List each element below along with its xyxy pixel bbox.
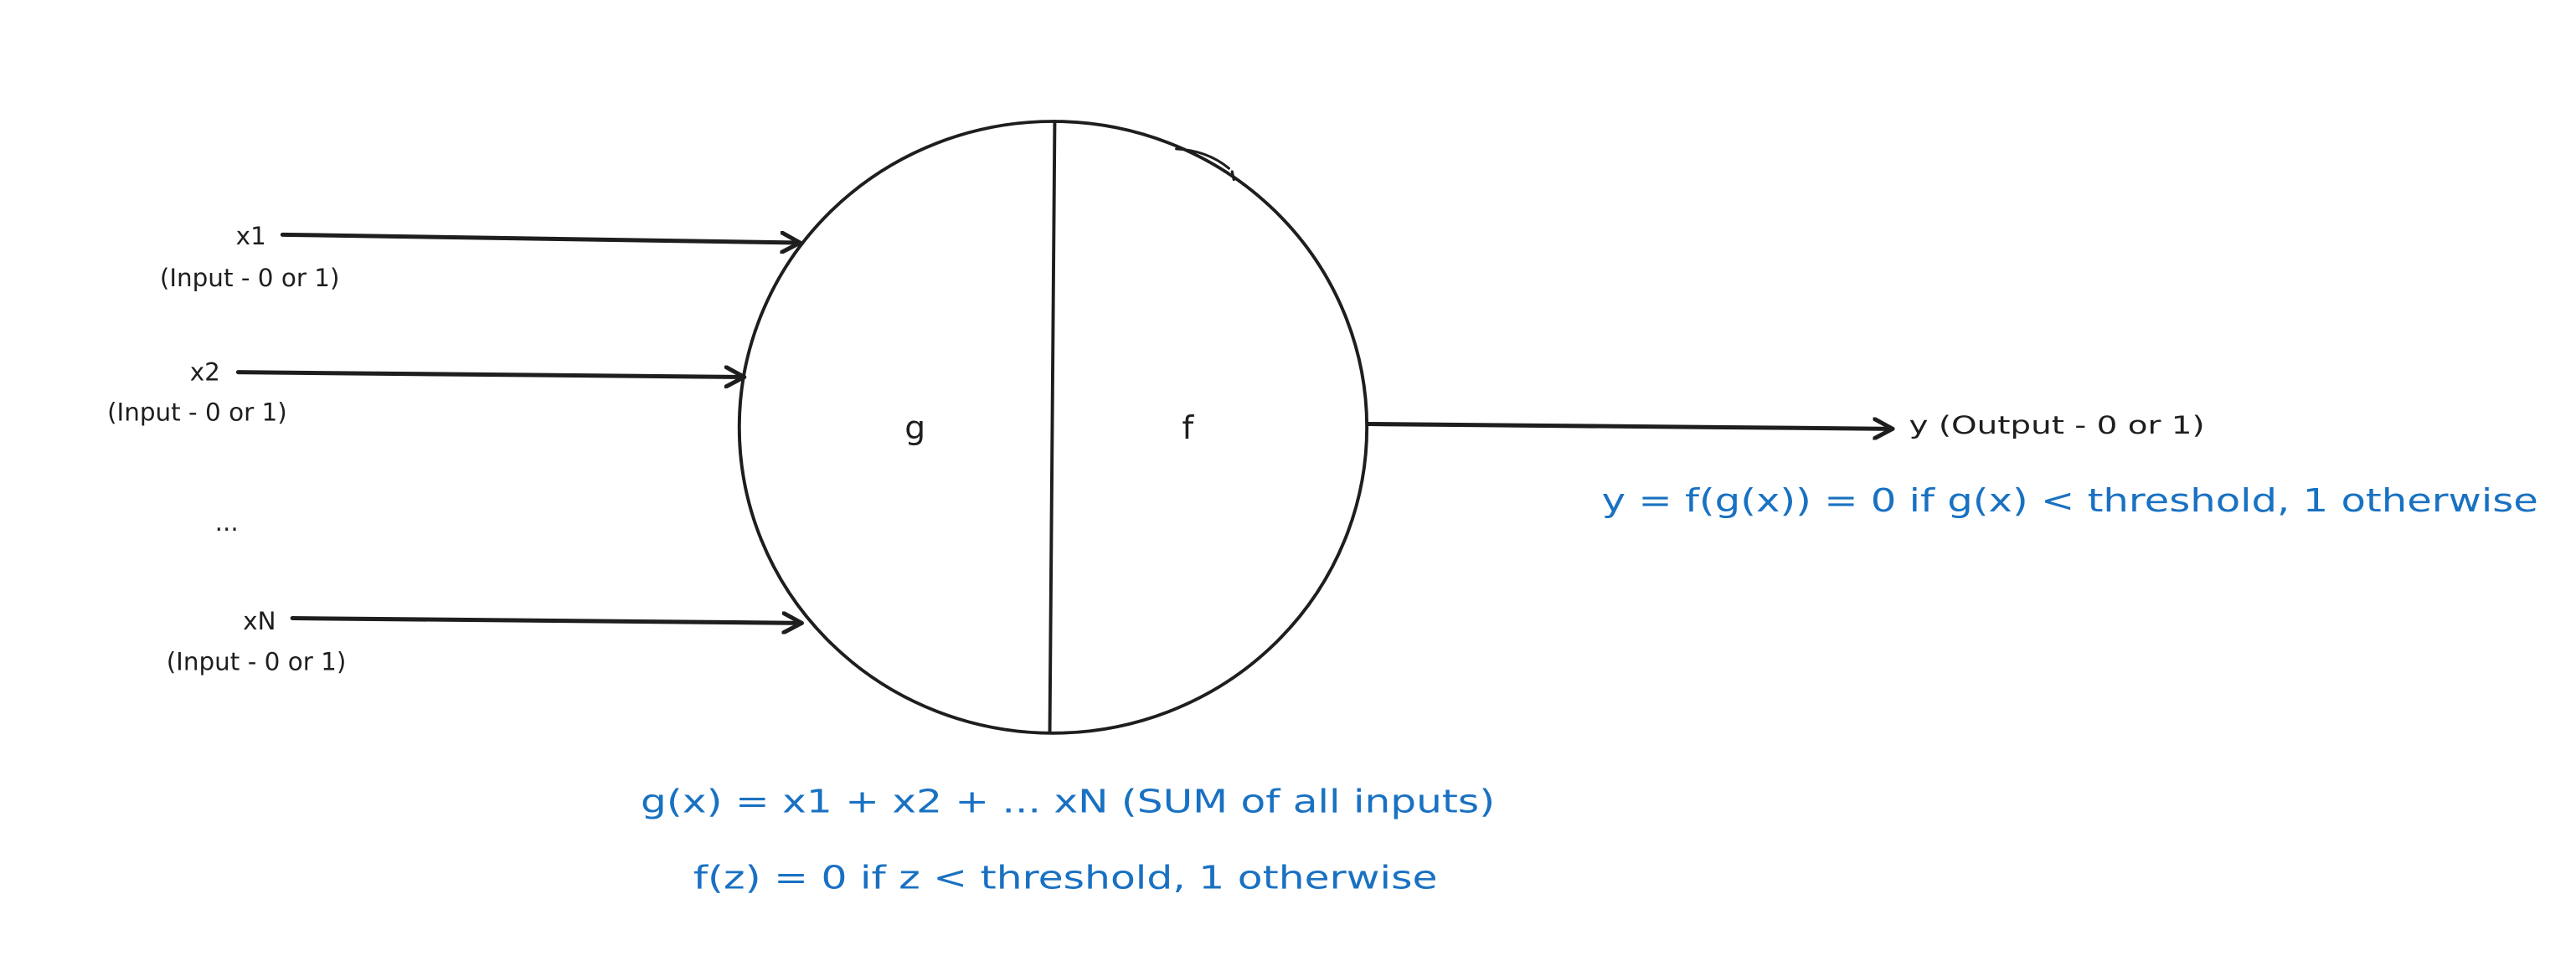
input-x2-label: x2 [190,358,220,387]
input-xN-label: xN [243,607,276,635]
neuron-g-label: g [904,409,925,447]
neuron: g f [737,120,1369,735]
f-formula: f(z) = 0 if z < threshold, 1 otherwise [693,860,1438,897]
output-arrow [1366,424,1895,429]
sketch-mark [1175,147,1235,182]
input-x2-desc: (Input - 0 or 1) [107,398,287,427]
output-label: y (Output - 0 or 1) [1909,411,2205,439]
output: y (Output - 0 or 1) y = f(g(x)) = 0 if g… [1366,411,2538,520]
input-x1: x1 (Input - 0 or 1) [160,222,802,292]
input-x2: x2 (Input - 0 or 1) [107,358,747,427]
ellipsis: ... [215,508,239,537]
input-x1-label: x1 [236,222,266,250]
output-formula: y = f(g(x)) = 0 if g(x) < threshold, 1 o… [1602,482,2538,520]
input-x2-arrow [235,372,747,378]
g-formula: g(x) = x1 + x2 + ... xN (SUM of all inpu… [641,783,1495,821]
input-xN: xN (Input - 0 or 1) [167,607,804,676]
input-xN-desc: (Input - 0 or 1) [167,648,347,676]
neuron-f-label: f [1182,409,1194,447]
input-x1-arrow [280,234,802,243]
input-xN-arrow [290,619,804,624]
input-x1-desc: (Input - 0 or 1) [160,264,340,292]
neuron-divider [1048,120,1057,733]
